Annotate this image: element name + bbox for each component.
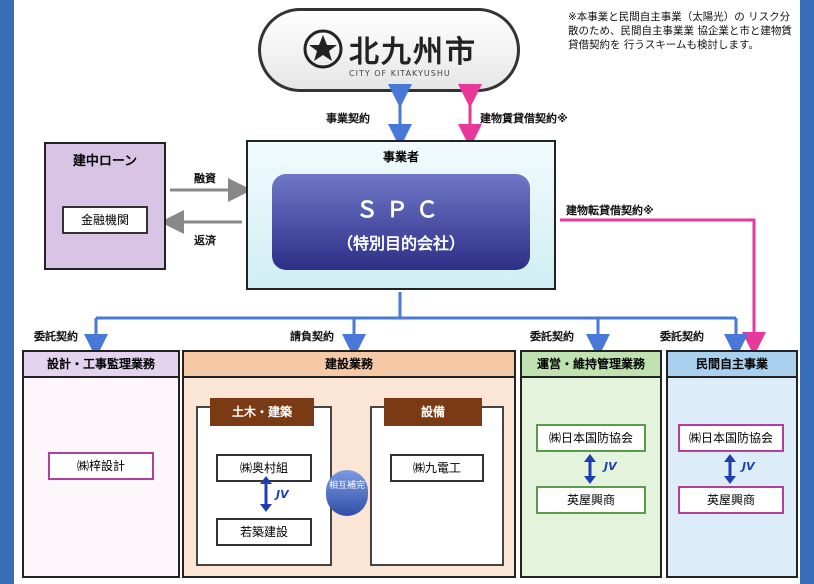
label-consignment-contract-design: 委託契約 (34, 330, 78, 343)
design-column: 設計・工事監理業務 ㈱梓設計 (22, 350, 180, 578)
operation-company-b: 英屋興商 (536, 486, 646, 514)
private-company-a: ㈱日本国防協会 (678, 424, 784, 452)
private-jv-arrow-icon (724, 454, 736, 484)
left-border-bar (0, 0, 14, 584)
label-consignment-contract-private: 委託契約 (660, 330, 704, 343)
operation-jv-arrow-icon (584, 454, 596, 484)
operator-title: 事業者 (382, 150, 419, 164)
city-subtitle: CITY OF KITAKYUSHU (349, 69, 451, 78)
civil-heading: 土木・建築 (210, 398, 314, 426)
city-name: 北九州市 (349, 35, 477, 70)
spc-box: ＳＰＣ （特別目的会社） (272, 174, 530, 270)
scheme-note: ※本事業と民間自主事業（太陽光）の リスク分散のため、民間自主事業業 協企業と市… (568, 11, 792, 51)
design-title: 設計・工事監理業務 (24, 352, 178, 378)
construction-loan-title: 建中ローン (72, 154, 138, 169)
spc-title: ＳＰＣ (355, 198, 446, 223)
label-consignment-contract-operation: 委託契約 (530, 330, 574, 343)
civil-company-b: 若築建設 (216, 518, 312, 546)
private-column: 民間自主事業 ㈱日本国防協会 JV 英屋興商 (666, 350, 798, 578)
label-repayment: 返済 (194, 234, 216, 247)
construction-loan-box: 建中ローン 金融機関 (44, 142, 166, 270)
private-company-b: 英屋興商 (678, 486, 784, 514)
label-building-lease-contract: 建物賃貸借契約※ (480, 112, 568, 125)
financial-institution: 金融機関 (62, 206, 148, 234)
label-financing: 融資 (194, 172, 216, 185)
operation-jv-label: JV (604, 460, 617, 473)
private-jv-label: JV (742, 460, 755, 473)
city-box: 北九州市 CITY OF KITAKYUSHU (258, 8, 520, 92)
operator-box: 事業者 ＳＰＣ （特別目的会社） (246, 140, 556, 290)
operation-title: 運営・維持管理業務 (522, 352, 660, 378)
equipment-heading: 設備 (384, 398, 482, 426)
private-title: 民間自主事業 (668, 352, 796, 378)
civil-jv-label: JV (276, 488, 289, 501)
spc-subtitle: （特別目的会社） (336, 234, 465, 253)
mutual-support-badge: 相互補完 (326, 470, 368, 516)
construction-column: 建設業務 ㈱奥村組 若築建設 土木・建築 JV ㈱九電工 設備 (182, 350, 516, 578)
operation-company-a: ㈱日本国防協会 (536, 424, 646, 452)
right-border-bar (800, 0, 814, 584)
construction-title: 建設業務 (184, 352, 514, 378)
civil-group: ㈱奥村組 若築建設 (196, 406, 332, 566)
equipment-company: ㈱九電工 (390, 454, 484, 482)
civil-jv-arrow-icon (260, 476, 272, 512)
label-building-sublease-contract: 建物転貸借契約※ (566, 204, 654, 217)
label-business-contract: 事業契約 (326, 112, 370, 125)
city-seal-icon (303, 29, 343, 69)
equipment-group: ㈱九電工 (370, 406, 504, 566)
label-construction-contract: 請負契約 (290, 330, 334, 343)
design-company: ㈱梓設計 (48, 452, 154, 480)
